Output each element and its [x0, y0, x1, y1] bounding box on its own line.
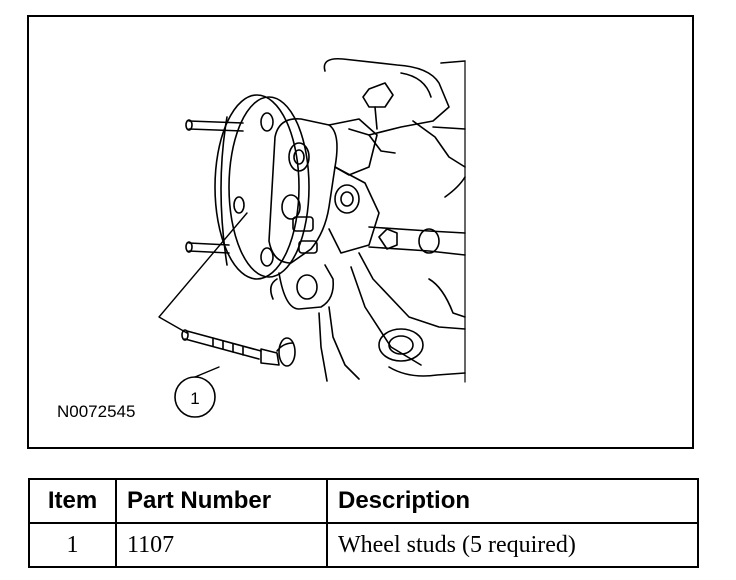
parts-table: Item Part Number Description 1 1107 Whee…: [28, 478, 699, 568]
callout-leader: [158, 212, 248, 418]
figure-frame: N0072545 1: [27, 15, 694, 449]
header-description: Description: [326, 478, 699, 524]
upper-mount: [323, 57, 466, 168]
lower-arm: [318, 176, 466, 382]
header-item: Item: [28, 478, 117, 524]
table-header-row: Item Part Number Description: [28, 478, 699, 524]
wheel-stud-part: [181, 329, 296, 367]
cell-item: 1: [28, 522, 117, 568]
cell-description: Wheel studs (5 required): [326, 522, 699, 568]
figure-id-label: N0072545: [57, 402, 136, 421]
cell-part-number: 1107: [115, 522, 328, 568]
header-part-number: Part Number: [115, 478, 328, 524]
installed-wheel-studs: [185, 119, 244, 254]
table-row: 1 1107 Wheel studs (5 required): [28, 522, 699, 568]
knuckle-assembly: [268, 118, 380, 310]
callout-number: 1: [190, 389, 200, 408]
wheel-hub-illustration: [158, 57, 466, 418]
hub-flange: [214, 94, 310, 280]
